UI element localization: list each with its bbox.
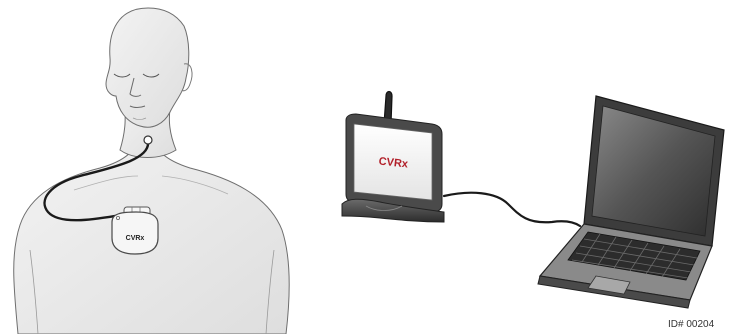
programmer-device: CVRx	[342, 92, 444, 223]
implant-device: CVRx	[112, 207, 158, 254]
implant-brand-label: CVRx	[126, 235, 145, 242]
neck-electrode	[144, 136, 152, 144]
laptop	[538, 96, 724, 308]
figure-id-label: ID# 00204	[668, 319, 714, 330]
implant-can	[112, 212, 158, 254]
patient-head	[106, 8, 189, 127]
patient-figure	[14, 8, 290, 334]
usb-cable	[444, 193, 580, 226]
